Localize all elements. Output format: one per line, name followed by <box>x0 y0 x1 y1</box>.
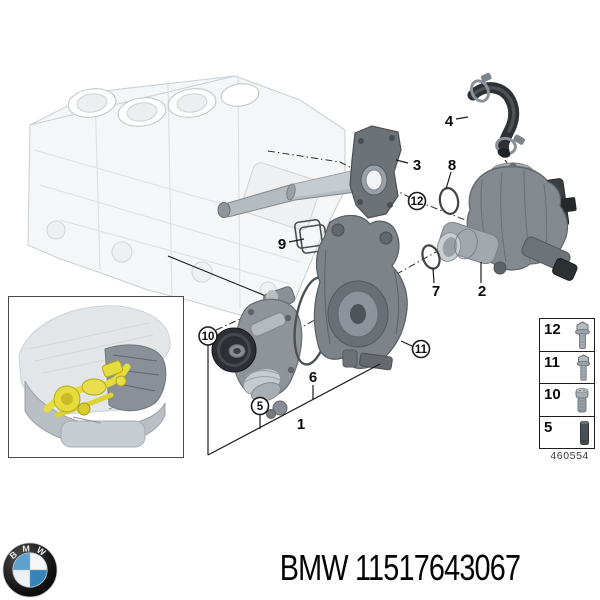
callout-3: 3 <box>413 157 421 174</box>
svg-text:11: 11 <box>415 344 428 356</box>
pump-dome-cap <box>243 368 288 419</box>
fastener-row-12: 12 <box>540 319 594 352</box>
coolant-hose-part4 <box>467 72 525 158</box>
fastener-number: 10 <box>544 386 561 403</box>
circled-callouts: 12 10 5 11 <box>198 191 431 416</box>
svg-text:12: 12 <box>411 196 424 208</box>
svg-text:5: 5 <box>257 401 264 413</box>
callout-circle-12: 12 <box>407 191 427 211</box>
callout-4: 4 <box>445 113 454 130</box>
callout-2: 2 <box>478 283 486 300</box>
o-ring-part7 <box>421 244 441 270</box>
highlighted-assembly <box>43 360 131 418</box>
fastener-row-10: 10 <box>540 384 594 417</box>
callout-7: 7 <box>432 283 440 300</box>
socket-head-bolt-icon <box>572 385 592 416</box>
inset-engine-photo-art <box>18 305 171 448</box>
svg-text:10: 10 <box>202 331 215 343</box>
callout-8: 8 <box>448 157 456 174</box>
callout-circle-10: 10 <box>198 326 218 346</box>
bmw-roundel-quadrants <box>12 552 48 588</box>
fastener-number: 11 <box>544 353 560 371</box>
pump-pulley <box>211 327 257 373</box>
engine-block-art <box>27 75 346 319</box>
callout-circle-5: 5 <box>250 396 270 416</box>
callout-6: 6 <box>309 369 317 386</box>
thermostat-housing-part2 <box>436 162 578 281</box>
fastener-row-5: 5 <box>540 417 594 449</box>
callout-circle-11: 11 <box>411 339 431 359</box>
fastener-number: 12 <box>544 321 561 338</box>
coolant-pipe-bracket-part3 <box>217 125 402 219</box>
o-ring-part8 <box>438 187 460 215</box>
water-pump-part10 <box>211 286 303 419</box>
callout-1: 1 <box>297 416 305 433</box>
fastener-number: 5 <box>544 418 553 436</box>
part-number-title: BMW 11517643067 <box>279 547 521 588</box>
exploded-diagram: 3 4 8 9 7 2 6 1 12 10 5 1 <box>27 72 578 456</box>
hex-flange-bolt-icon <box>573 320 592 351</box>
footer: BMW BMW 11517643067 <box>0 538 600 600</box>
callout-9: 9 <box>278 236 286 253</box>
bmw-logo: BMW <box>2 542 58 598</box>
callout-leader-lines <box>207 116 482 456</box>
stud-bolt-icon <box>576 418 592 449</box>
fasteners-table: 12 11 10 <box>539 318 595 449</box>
engine-location-inset <box>8 296 184 458</box>
hex-flange-bolt-icon <box>575 353 592 384</box>
hose-clamp-top <box>470 72 492 103</box>
drawing-number: 460554 <box>550 450 589 462</box>
pump-housing-part11 <box>313 214 408 371</box>
engine-to-pump-leader <box>167 255 284 304</box>
fastener-row-11: 11 <box>540 352 594 384</box>
